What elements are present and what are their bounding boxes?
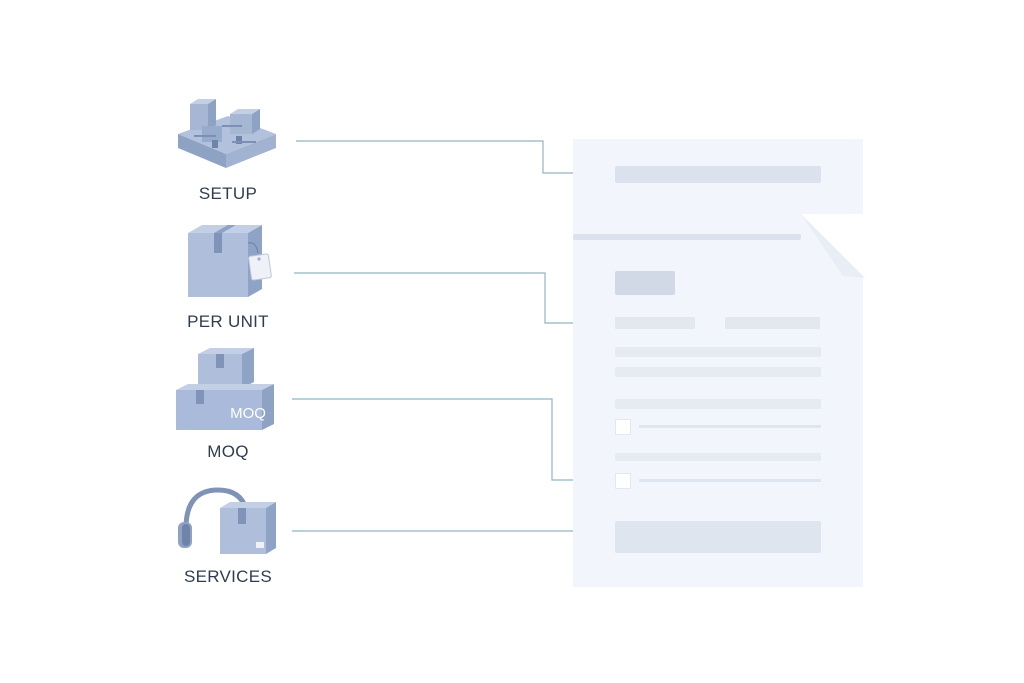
stacked-boxes-icon: MOQ [176,348,274,430]
label-moq: MOQ [207,442,249,461]
page-fold [801,214,865,278]
doc-checkbox [615,473,631,489]
tagged-box-icon [188,225,272,297]
doc-field-line [725,317,820,329]
connector-setup [296,140,588,174]
label-services: SERVICES [183,567,273,586]
doc-checkbox [615,419,631,435]
doc-row-line [615,399,821,409]
label-per-unit: PER UNIT [187,312,269,331]
doc-row-line [615,347,821,357]
label-setup: SETUP [198,184,258,203]
doc-footer-bar [615,521,821,553]
doc-row-line [639,425,821,428]
doc-header-bar [615,166,821,183]
headset-box-icon [178,487,276,554]
moq-badge-text: MOQ [230,405,266,422]
modular-blocks-icon [178,99,276,168]
doc-field-line [615,317,695,329]
quote-document [573,139,863,587]
connector-per-unit [294,272,594,324]
doc-row-line [639,479,821,482]
doc-row-line [615,453,821,461]
doc-section-chip [615,271,675,295]
doc-divider [573,234,801,240]
connector-moq [292,398,585,481]
doc-row-line [615,367,821,377]
